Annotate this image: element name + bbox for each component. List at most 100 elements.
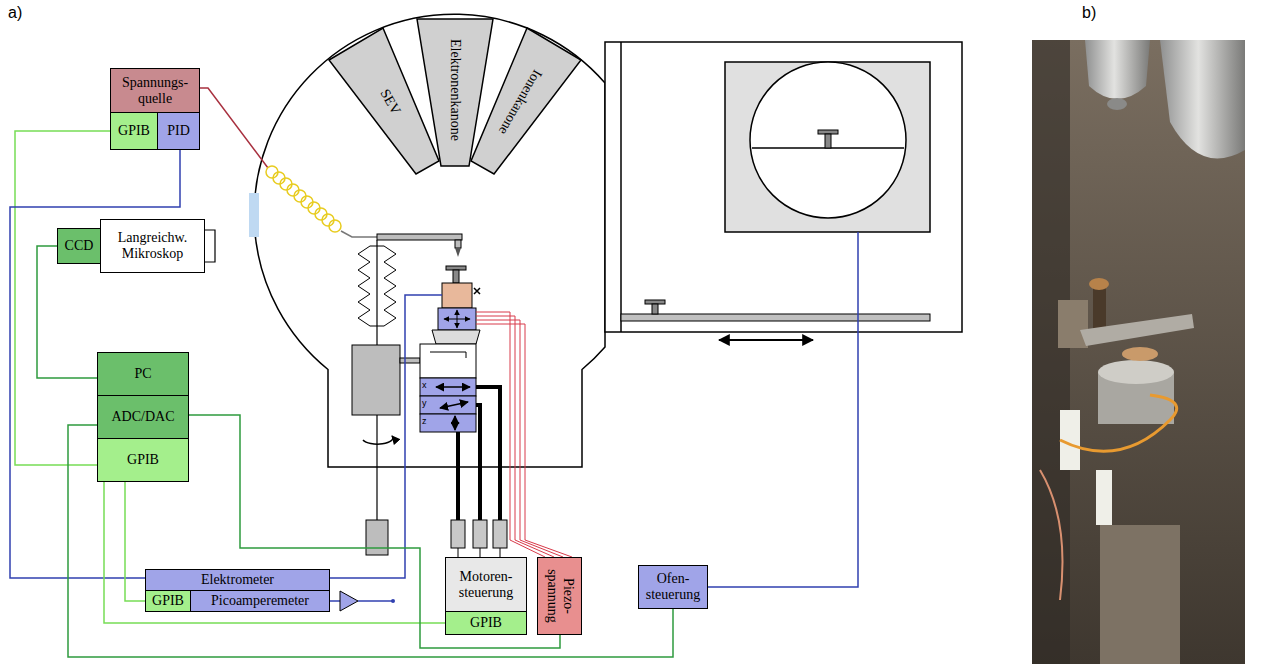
viewport-window [249,193,259,237]
node-label: PC [134,366,151,382]
node-label: Motoren- steuerung [449,569,523,601]
motor-controller: Motoren- steuerungGPIB [445,557,527,635]
manipulator-arm [377,234,462,240]
tip [455,248,461,257]
photo-rod [1093,284,1106,332]
interface-box: GPIB [445,611,527,635]
rotation-arrow [363,436,393,444]
node-label: SEV [376,87,403,118]
signal-wire [15,131,110,465]
gun-wedge: Ionenkanone [471,28,581,174]
oven-controller: Ofen- steuerung [638,565,708,609]
piezo-scanner [438,308,476,330]
piezo-wire [476,324,572,557]
wire-end [391,599,395,603]
amp-wire [330,600,340,602]
stage-frame [420,344,476,378]
text-area: Langreichw. Mikroskop [101,220,204,272]
axis-letter: z [422,417,427,427]
node-label: ADC/DAC [111,409,174,425]
photo-base [1100,525,1180,664]
node-label: Picoamperemeter [211,593,309,609]
electrometer-box: ElektrometerGPIB Picoamperemeter [145,569,330,612]
motor-cable [476,387,500,520]
text-area: Picoamperemeter [191,591,329,611]
node-label: Ionenkanone [495,67,545,138]
signal-wire [37,246,97,378]
sample-holder [818,130,838,134]
motor-cable [476,405,480,520]
photo-post [1058,300,1088,348]
signal-wire [68,425,673,657]
y-arrow [440,402,468,408]
heating-coil [266,166,341,232]
node-label: GPIB [152,593,184,609]
camera-box: CCD [57,228,101,264]
node-label: Elektronenkanone [447,39,463,141]
piezo-wire [476,320,563,557]
text-area: PID [158,113,199,149]
photo-wire [1060,395,1177,451]
microscope-box: Langreichw. Mikroskop [100,219,205,273]
panel-letter: b) [1082,4,1096,22]
text-area: Motoren- steuerung [446,558,526,612]
piezo-supply: Piezo- spannung [537,557,582,635]
manipulator-block [352,345,400,415]
piezo-wire [476,312,545,557]
signal-wire [125,482,145,601]
text-area: GPIB [111,113,157,149]
x-stage [420,378,476,396]
text-area: GPIB [146,591,190,611]
node-label: Elektrometer [201,572,274,588]
text-area: GPIB [98,439,188,481]
valve-line [620,42,622,332]
oven-wire [708,232,858,587]
motor [451,520,465,548]
photo-cone [1085,40,1150,99]
photo-copper-cap [1089,278,1109,290]
sample-stem [453,270,459,283]
piezo-wires [476,312,572,557]
text-area: Piezo- spannung [538,558,581,634]
photo-cone-tip [1107,98,1127,110]
signal-wire [104,482,445,623]
text-area: PC [98,353,188,396]
amp-wire [358,600,392,602]
motor-lead [480,548,481,557]
tip-holder [455,240,461,248]
oven-box [725,62,930,232]
scan-arrow [457,310,458,328]
text-area: Spannungs- quelle [111,69,199,113]
node-label: PID [167,123,190,139]
x-arrow [436,386,470,388]
photo-stage-top [1098,360,1174,384]
photo-arm [1080,314,1194,346]
z-arrow [454,416,456,430]
sample-holder [645,300,665,304]
y-stage [420,396,476,414]
supply-wire [200,88,268,168]
sample-stem [652,304,658,314]
motor-lead [500,548,501,557]
motor-lead [458,548,459,557]
photo-shadow [1032,40,1070,664]
node-label: GPIB [127,452,159,468]
controller-box: PID [157,112,200,150]
piezo-wire [476,316,554,557]
stage-arm [400,358,420,363]
axis-letter: x [422,381,427,391]
motor-cable [456,432,460,520]
power-supply: Spannungs- quelleGPIB PID [110,68,200,150]
photo-background [1032,40,1245,664]
node-label: CCD [65,238,94,254]
stage-adapter [432,330,480,344]
interface-box: GPIB [110,112,158,150]
converter-box: ADC/DAC [97,395,189,439]
transfer-rod [621,314,930,321]
sample-stem [825,134,831,148]
node-label: Langreichw. Mikroskop [104,230,201,262]
ammeter-box: Picoamperemeter [190,590,330,612]
interface-box: GPIB [97,438,189,482]
